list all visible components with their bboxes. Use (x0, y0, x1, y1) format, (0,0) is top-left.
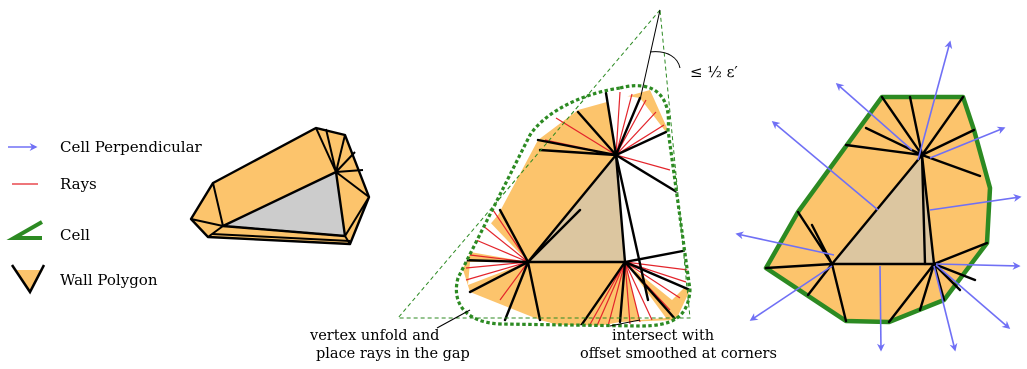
inner-triangle (528, 155, 625, 262)
caption-right-line2: offset smoothed at corners (580, 346, 777, 362)
epsilon-arc (649, 51, 681, 69)
cell-perpendiculars (735, 40, 1022, 352)
cell-figure (735, 40, 1022, 352)
perpendicular-arrow-icon (917, 40, 953, 161)
smoothed-offset-curve (454, 84, 692, 328)
epsilon-annotation: ≤ ½ ε′ (639, 9, 738, 101)
perpendicular-arrow-icon (933, 265, 958, 352)
wall-polygon-icon (15, 270, 43, 292)
perpendicular-arrow-icon (876, 265, 885, 352)
wall-polygon-edge-icon (10, 264, 46, 295)
legend-rays: Rays (12, 175, 97, 193)
legend-cell: Cell (6, 220, 90, 244)
wall-polygon-edges (190, 127, 370, 245)
caption-left-pointer (436, 309, 471, 329)
rays (465, 91, 689, 329)
caption-right-line1: intersect with (612, 328, 714, 344)
perpendicular-arrow-icon (749, 265, 833, 321)
perpendicular-arrow-icon (835, 82, 913, 151)
inner-triangle (832, 155, 934, 264)
wall-polygon-figure (189, 126, 371, 246)
caption-right-pointer (609, 319, 641, 327)
ray-placement-figure: ≤ ½ ε′ vertex unfold and place rays in t… (309, 0, 777, 362)
wall-edges (458, 91, 692, 332)
caption-left-line2: place rays in the gap (316, 346, 470, 362)
legend: Cell Perpendicular Rays Cell Wall Polygo… (6, 138, 203, 295)
legend-label-cell: Cell (60, 226, 90, 244)
legend-label-wall-polygon: Wall Polygon (60, 271, 158, 289)
epsilon-bound-label: ≤ ½ ε′ (690, 63, 738, 81)
legend-cell-perpendicular: Cell Perpendicular (8, 138, 203, 156)
perpendicular-arrow-icon (735, 231, 835, 256)
legend-label-cell-perpendicular: Cell Perpendicular (60, 138, 203, 156)
perpendicular-arrow-icon (929, 193, 1022, 211)
epsilon-guide-line (639, 9, 661, 101)
perpendicular-arrow-icon (771, 120, 879, 211)
cell-corner-icon (6, 220, 43, 240)
perpendicular-arrow-icon (935, 261, 1021, 270)
legend-wall-polygon: Wall Polygon (10, 264, 158, 295)
legend-label-rays: Rays (60, 175, 97, 193)
caption-left-line1: vertex unfold and (309, 328, 439, 344)
perpendicular-arrow-icon (935, 264, 1011, 330)
perpendicular-arrow-icon (929, 126, 1006, 159)
outside-mask (380, 0, 700, 340)
